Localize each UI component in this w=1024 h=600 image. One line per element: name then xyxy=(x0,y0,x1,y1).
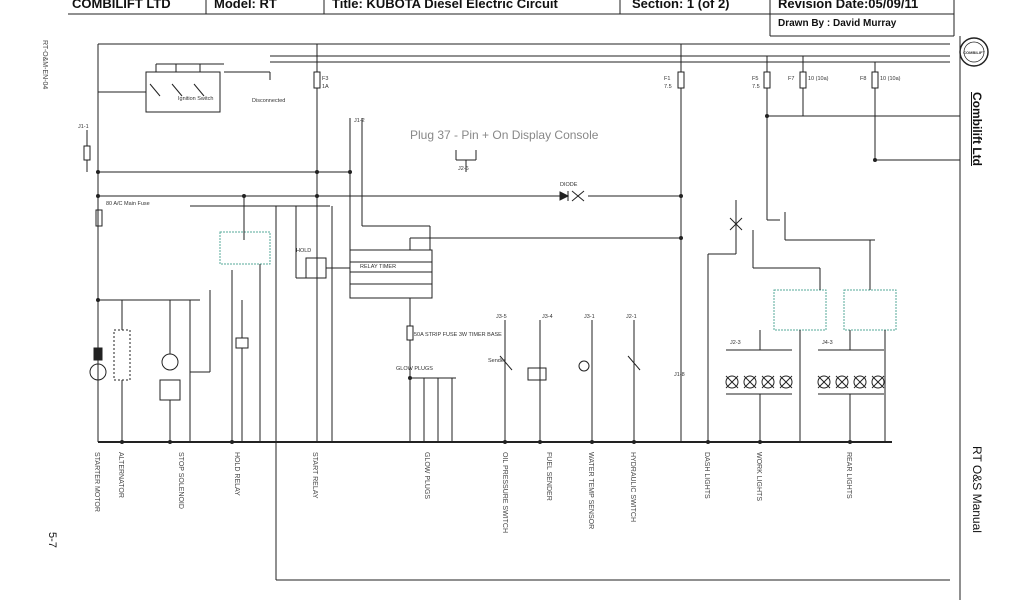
relay-timer-box xyxy=(349,249,433,299)
fuse-f5-rating: 7.5 xyxy=(752,84,760,90)
bottom-label-start-relay: START RELAY xyxy=(311,452,318,499)
diode-label: DIODE xyxy=(560,182,578,188)
glow-plugs-label: GLOW PLUGS xyxy=(396,366,433,372)
fuse-f5-id: F5 xyxy=(752,76,758,82)
fuse-f3-rating: 1A xyxy=(322,84,329,90)
bottom-label-rear-lights: REAR LIGHTS xyxy=(845,452,852,499)
main-fuse-label: 80 A/C Main Fuse xyxy=(106,201,150,207)
j1-1-label: J1-1 xyxy=(78,124,89,130)
alternator-coil xyxy=(113,329,131,381)
header-title: Title: KUBOTA Diesel Electric Circuit xyxy=(332,0,558,11)
bottom-label-water-temp: WATER TEMP SENSOR xyxy=(587,452,594,530)
fuse-f1-id: F1 xyxy=(664,76,670,82)
relay-timer-label: RELAY TIMER xyxy=(360,264,396,270)
regulator-box xyxy=(159,379,181,401)
rear-lamps xyxy=(817,375,885,389)
hold-label: HOLD xyxy=(296,248,311,254)
starter-solenoid xyxy=(93,347,103,361)
fuel-sender-box xyxy=(527,367,547,381)
j2-3-label: J2-3 xyxy=(730,340,741,346)
main-fuse xyxy=(95,209,103,227)
j1-2-label: J1-2 xyxy=(354,118,365,124)
j3-5-label: J3-5 xyxy=(496,314,507,320)
strip-fuse-label: 50A STRIP FUSE 3W TIMER BASE xyxy=(414,332,502,338)
bottom-label-work-lights: WORK LIGHTS xyxy=(755,452,762,502)
glow-plug-fuse xyxy=(406,325,414,341)
logo-text: COMBILIFT xyxy=(963,50,985,55)
junction-dots xyxy=(96,114,877,444)
bottom-label-hold-relay: HOLD RELAY xyxy=(233,452,240,496)
combilift-logo: COMBILIFT xyxy=(959,37,989,67)
fuse-j1 xyxy=(83,145,91,161)
fuse-f8 xyxy=(871,71,879,89)
bottom-label-glow-plugs: GLOW PLUGS xyxy=(423,452,430,500)
fuse-f7 xyxy=(799,71,807,89)
fuse-f1 xyxy=(677,71,685,89)
header-drawn-by: Drawn By : David Murray xyxy=(778,18,897,29)
j2-6-label: J2-6 xyxy=(458,166,469,172)
ignition-switch-label: Ignition Switch xyxy=(178,96,213,102)
work-lamps xyxy=(725,375,793,389)
work-light-relay-box xyxy=(773,289,827,331)
j3-1-label: J3-1 xyxy=(584,314,595,320)
j4-3-label: J4-3 xyxy=(822,340,833,346)
stop-solenoid xyxy=(235,337,249,349)
bottom-label-fuel-sender: FUEL SENDER xyxy=(545,452,552,501)
header-section: Section: 1 (of 2) xyxy=(632,0,730,11)
gauge-symbol xyxy=(578,360,590,372)
fuse-f7-id: F7 xyxy=(788,76,794,82)
fuse-f1-rating: 7.5 xyxy=(664,84,672,90)
bottom-label-stop-solenoid: STOP SOLENOID xyxy=(177,452,184,509)
plug-label: Plug 37 - Pin + On Display Console xyxy=(410,128,599,142)
j1-8-label: J1-8 xyxy=(674,372,685,378)
alternator-symbol xyxy=(161,353,179,371)
start-relay-box xyxy=(219,231,271,265)
j2-1-label: J2-1 xyxy=(626,314,637,320)
header-revision: Revision Date:05/09/11 xyxy=(778,0,919,11)
fuse-f3-id: F3 xyxy=(322,76,328,82)
fuse-f3 xyxy=(313,71,321,89)
sender-label: Sender xyxy=(488,358,506,364)
header-company: COMBILIFT LTD xyxy=(72,0,171,11)
fuse-f5 xyxy=(763,71,771,89)
bottom-label-alternator: ALTERNATOR xyxy=(117,452,124,498)
fuse-f7-rating: 10 (10a) xyxy=(808,76,829,82)
bottom-label-dash-lights: DASH LIGHTS xyxy=(703,452,710,499)
header-model: Model: RT xyxy=(214,0,277,11)
j3-4-label: J3-4 xyxy=(542,314,553,320)
fuse-f8-id: F8 xyxy=(860,76,866,82)
rear-light-relay-box xyxy=(843,289,897,331)
disconnected-label: Disconnected xyxy=(252,98,285,104)
bottom-label-oil-pressure: OIL PRESSURE SWITCH xyxy=(501,452,508,534)
bottom-label-hydraulic: HYDRAULIC SWITCH xyxy=(629,452,636,523)
fuse-f8-rating: 10 (10a) xyxy=(880,76,901,82)
diode-symbol xyxy=(559,191,570,201)
bottom-label-starter: STARTER MOTOR xyxy=(93,452,100,512)
hold-relay-box xyxy=(305,257,327,279)
